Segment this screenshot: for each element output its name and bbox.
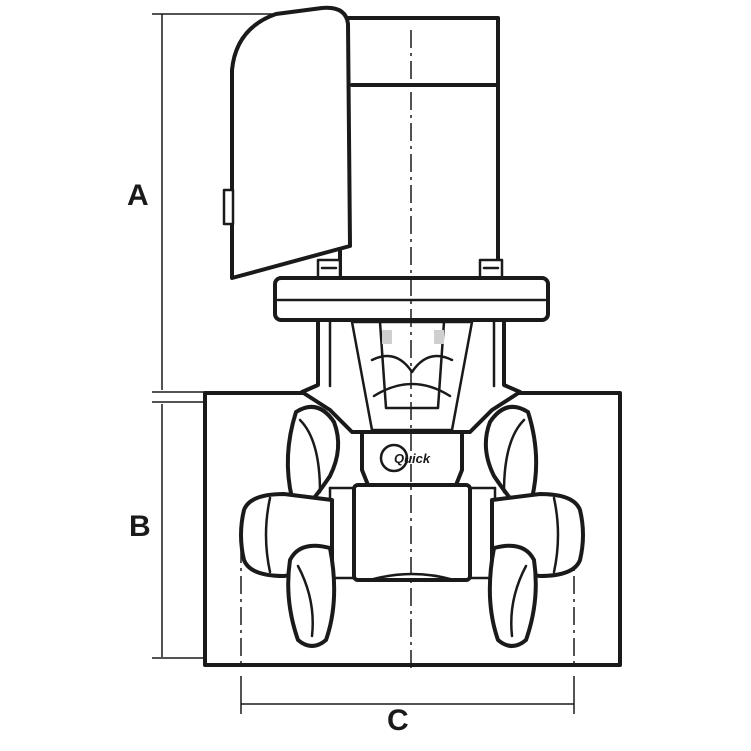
- propeller-left: [239, 404, 341, 648]
- dimension-label-c: C: [387, 704, 409, 737]
- propeller-hub: [328, 483, 497, 582]
- brand-logo-text: Quick: [394, 451, 431, 466]
- dimension-label-a: A: [127, 179, 149, 212]
- motor-body: [338, 16, 500, 282]
- brand-logo: Quick: [379, 443, 431, 473]
- dimension-b: [152, 401, 206, 659]
- motor-cover: [222, 5, 352, 280]
- propeller-right: [483, 404, 585, 648]
- dimension-label-b: B: [129, 510, 151, 543]
- dimension-c: [240, 676, 575, 714]
- mounting-flange: [273, 276, 550, 322]
